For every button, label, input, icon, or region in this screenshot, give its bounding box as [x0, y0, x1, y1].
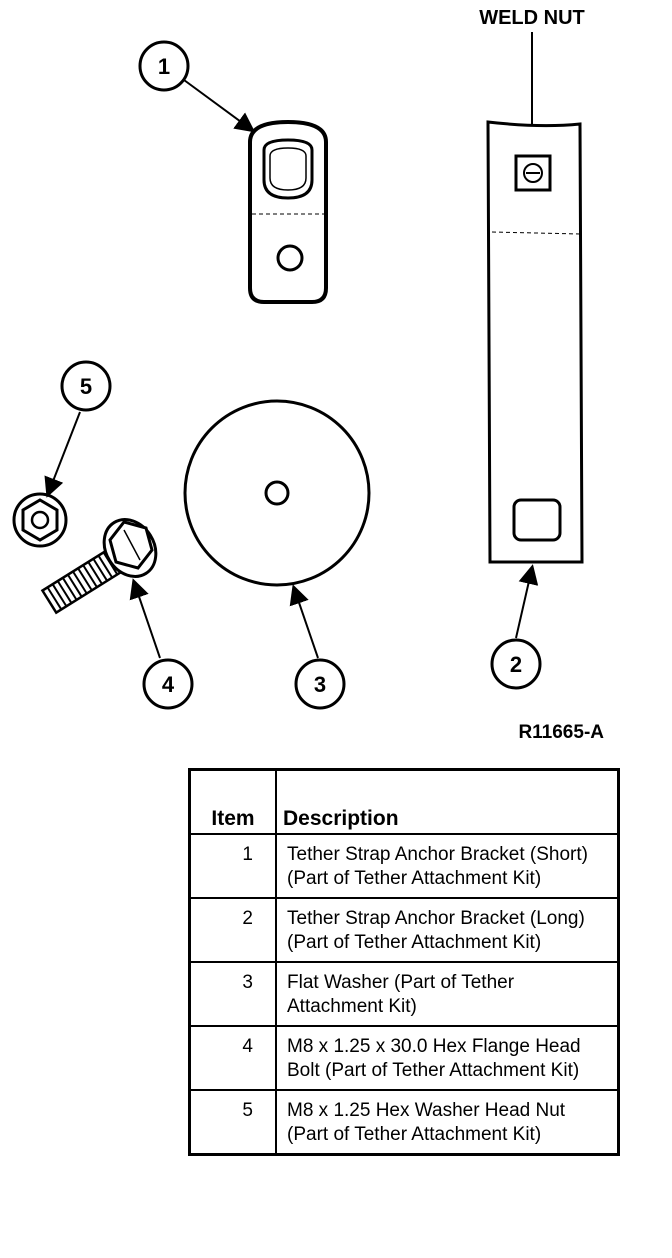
svg-text:5: 5: [80, 374, 92, 399]
item-number: 1: [188, 833, 277, 899]
short-anchor-bracket: [248, 119, 328, 304]
callout-4: 4: [142, 658, 194, 710]
item-number: 3: [188, 961, 277, 1027]
item-description: M8 x 1.25 Hex Washer Head Nut (Part of T…: [275, 1089, 620, 1156]
item-description: M8 x 1.25 x 30.0 Hex Flange Head Bolt (P…: [275, 1025, 620, 1091]
long-anchor-bracket: [486, 120, 584, 564]
hex-flange-head-bolt: [40, 518, 158, 615]
svg-text:3: 3: [314, 672, 326, 697]
flat-washer: [183, 399, 371, 587]
item-description: Tether Strap Anchor Bracket (Short)(Part…: [275, 833, 620, 899]
table-row: 1 Tether Strap Anchor Bracket (Short)(Pa…: [188, 833, 620, 899]
callout-2: 2: [490, 638, 542, 690]
item-number: 4: [188, 1025, 277, 1091]
parts-table: Item Description 1 Tether Strap Anchor B…: [188, 768, 620, 1156]
leader-3: [289, 584, 319, 659]
table-header-row: Item Description: [188, 768, 620, 835]
leader-4: [129, 578, 161, 659]
item-number: 2: [188, 897, 277, 963]
svg-text:4: 4: [162, 672, 175, 697]
leader-1: [183, 79, 256, 133]
leader-2: [515, 564, 539, 639]
svg-text:2: 2: [510, 652, 522, 677]
callout-1: 1: [138, 40, 190, 92]
item-column-header: Item: [188, 768, 277, 835]
item-description: Tether Strap Anchor Bracket (Long)(Part …: [275, 897, 620, 963]
svg-text:1: 1: [158, 54, 170, 79]
weld-nut-label: WELD NUT: [479, 7, 585, 29]
item-number: 5: [188, 1089, 277, 1156]
callout-5: 5: [60, 360, 112, 412]
table-row: 3 Flat Washer (Part of Tether Attachment…: [188, 961, 620, 1027]
table-row: 2 Tether Strap Anchor Bracket (Long)(Par…: [188, 897, 620, 963]
item-description: Flat Washer (Part of Tether Attachment K…: [275, 961, 620, 1027]
table-row: 5 M8 x 1.25 Hex Washer Head Nut (Part of…: [188, 1089, 620, 1156]
description-column-header: Description: [275, 768, 620, 835]
callout-3: 3: [294, 658, 346, 710]
exploded-parts-diagram: WELD NUT: [12, 7, 604, 743]
leader-5: [44, 411, 81, 498]
table-row: 4 M8 x 1.25 x 30.0 Hex Flange Head Bolt …: [188, 1025, 620, 1091]
figure-code: R11665-A: [518, 722, 604, 743]
hex-washer-head-nut: [12, 492, 68, 548]
